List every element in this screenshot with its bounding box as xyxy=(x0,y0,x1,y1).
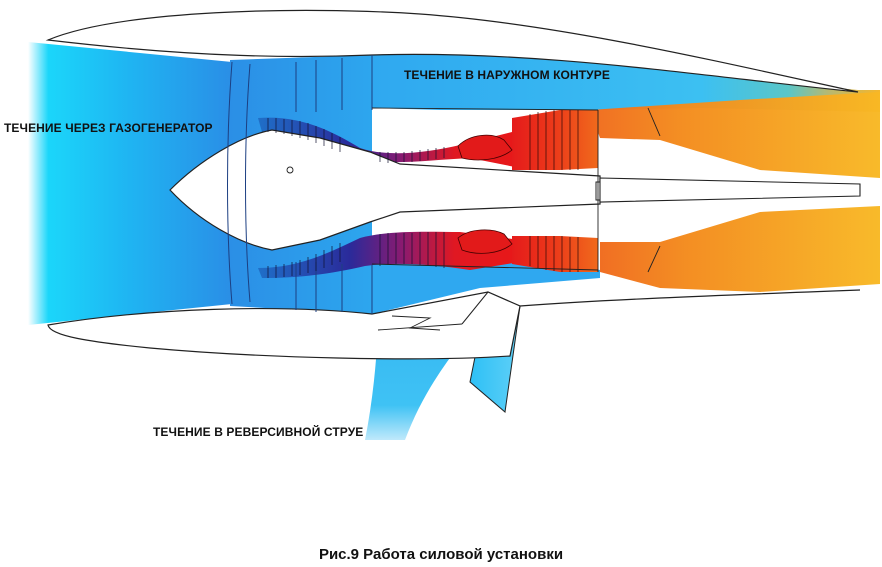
core-flow-upper xyxy=(258,117,520,168)
compressor-stages-upper xyxy=(267,118,445,163)
exhaust-plume-upper xyxy=(590,92,880,178)
turbine-flow-upper xyxy=(512,110,598,170)
nacelle-lower-cowl xyxy=(47,291,521,360)
tail-cone xyxy=(599,177,861,203)
bypass-flow-upper xyxy=(370,50,880,112)
label-bypass-flow: ТЕЧЕНИЕ В НАРУЖНОМ КОНТУРЕ xyxy=(404,68,610,82)
turbine-stages xyxy=(529,110,579,272)
label-reverse-flow: ТЕЧЕНИЕ В РЕВЕРСИВНОЙ СТРУЕ xyxy=(153,425,364,439)
exhaust-plume-lower xyxy=(600,206,880,292)
nacelle-upper-cowl xyxy=(45,9,859,93)
combustor-upper xyxy=(457,134,513,161)
structural-lines xyxy=(286,107,661,331)
label-core-flow: ТЕЧЕНИЕ ЧЕРЕЗ ГАЗОГЕНЕРАТОР xyxy=(4,121,213,135)
reverser-cascade xyxy=(461,291,489,325)
figure-caption: Рис.9 Работа силовой установки xyxy=(318,546,564,563)
compressor-stages-lower xyxy=(267,232,445,278)
outer-casing-lower xyxy=(519,289,861,307)
combustor-lower xyxy=(457,229,513,254)
intake-flow xyxy=(28,42,232,325)
turbine-flow-lower xyxy=(512,236,598,272)
fan-blades xyxy=(227,55,373,314)
bypass-flow-lower xyxy=(372,262,600,314)
